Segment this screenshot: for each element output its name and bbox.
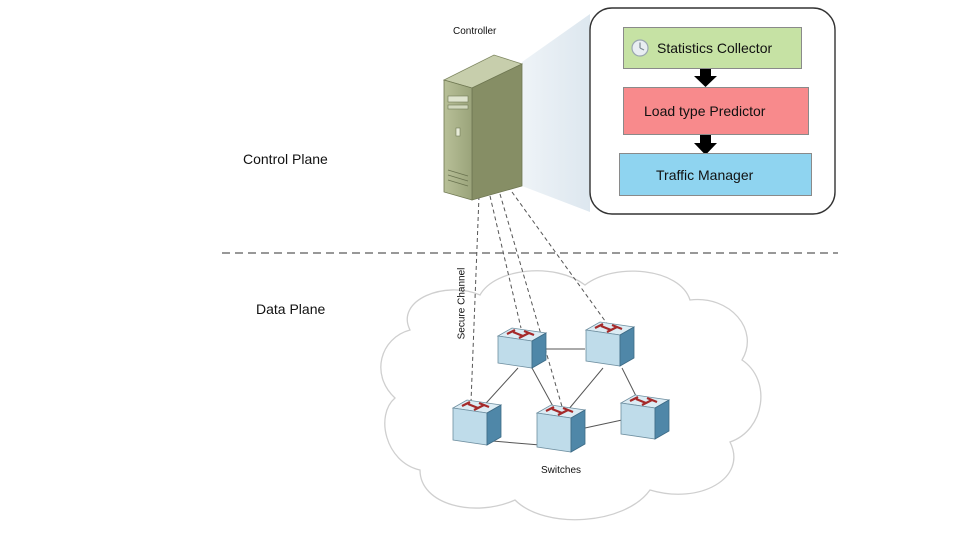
- projection-beam: [522, 14, 590, 212]
- control-plane-label: Control Plane: [243, 151, 328, 167]
- statistics-collector-label: Statistics Collector: [657, 40, 773, 56]
- controller-server-icon: [442, 54, 524, 201]
- data-plane-label: Data Plane: [256, 301, 326, 317]
- data-plane-cloud: [380, 270, 762, 521]
- traffic-manager-label: Traffic Manager: [656, 166, 754, 183]
- load-type-predictor-label: Load type Predictor: [644, 103, 766, 119]
- down-arrow-icon: [694, 131, 717, 155]
- switch-icon: [619, 394, 671, 440]
- switch-icon: [451, 399, 503, 446]
- secure-channel-links: [470, 191, 609, 411]
- statistics-collector-box: Statistics Collector: [623, 27, 802, 69]
- clock-icon: [631, 39, 649, 57]
- switches-label: Switches: [541, 465, 582, 476]
- switch-icon: [584, 321, 636, 367]
- load-type-predictor-box: Load type Predictor: [623, 87, 809, 135]
- switch-icon: [535, 404, 587, 453]
- switch-icon: [496, 327, 548, 369]
- controller-label: Controller: [453, 26, 497, 37]
- traffic-manager-box: Traffic Manager: [619, 153, 812, 196]
- secure-channel-label: Secure Channel: [456, 267, 468, 340]
- down-arrow-icon: [694, 64, 717, 87]
